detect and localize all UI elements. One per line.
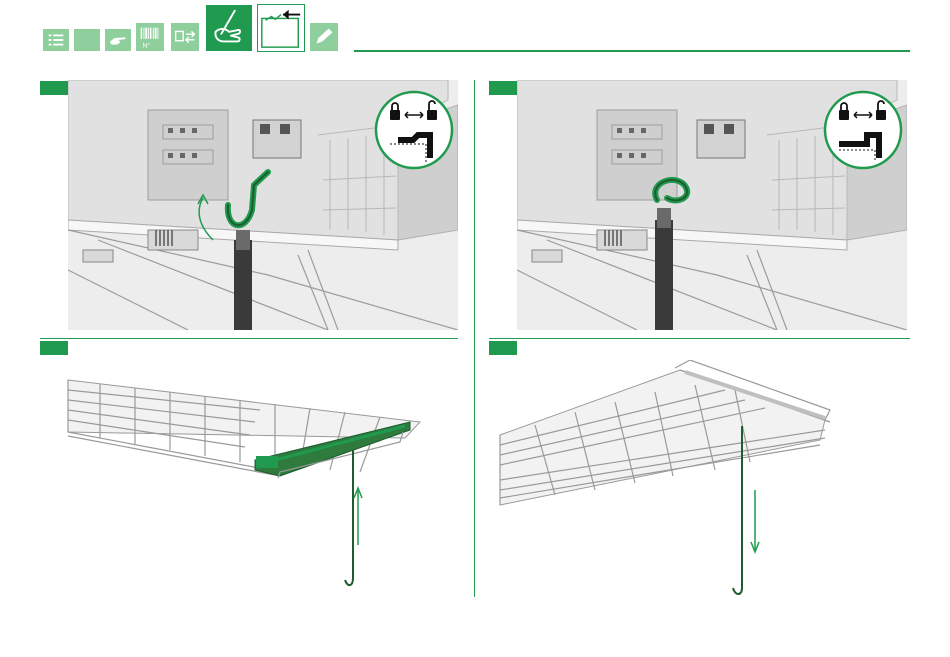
panel-top-right	[517, 80, 907, 330]
step-tag	[489, 81, 517, 95]
header-rule	[354, 50, 910, 52]
panel-bottom-right	[495, 360, 915, 600]
step-tag	[40, 81, 68, 95]
toolbar: N°	[0, 0, 950, 60]
vertical-divider	[474, 80, 475, 597]
step-tag	[40, 341, 68, 355]
step-tag	[489, 341, 517, 355]
pencil-icon[interactable]	[309, 22, 339, 52]
separator-rule	[489, 338, 910, 339]
panel-top-left	[68, 80, 458, 330]
rack-raise-illustration	[60, 360, 460, 600]
barcode-icon[interactable]: N°	[135, 22, 165, 52]
barcode-label: N°	[143, 41, 151, 49]
rack-lower-illustration	[495, 360, 915, 600]
surface-arrow-icon[interactable]	[257, 4, 305, 52]
panel-bottom-left	[60, 360, 460, 600]
pointing-hand-icon[interactable]	[104, 28, 132, 52]
separator-rule	[40, 338, 458, 339]
ceiling-mechanism-illustration-2	[517, 80, 907, 330]
machine-transfer-icon[interactable]	[170, 22, 200, 52]
hand-tool-icon[interactable]	[205, 4, 253, 52]
list-icon[interactable]	[42, 28, 70, 52]
ceiling-mechanism-illustration-1	[68, 80, 458, 330]
blank-icon[interactable]	[73, 28, 101, 52]
